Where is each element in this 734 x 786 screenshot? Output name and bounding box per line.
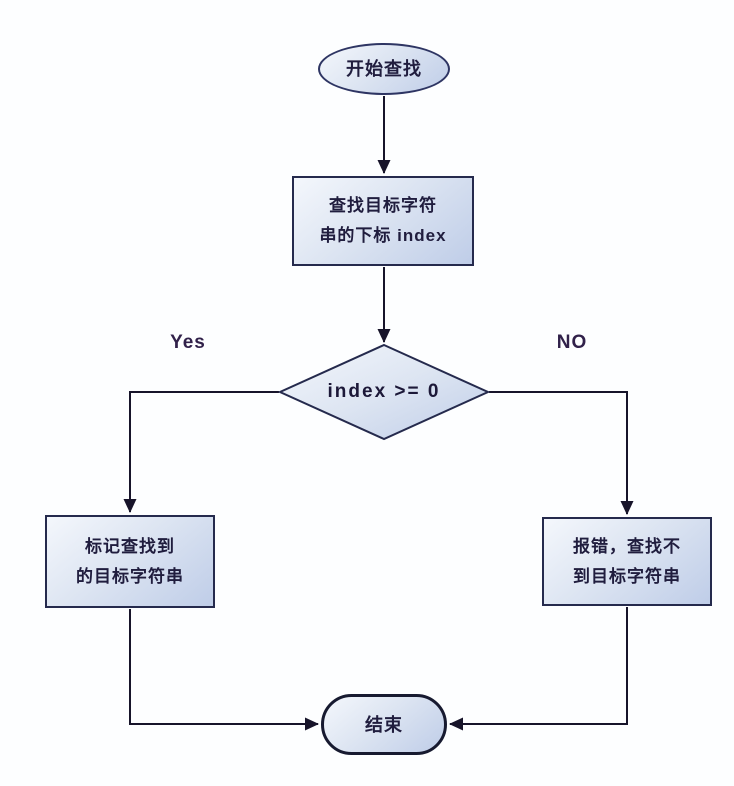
node-process-mark-line2: 的目标字符串 [76, 566, 184, 586]
node-process-error-line1: 报错，查找不 [573, 536, 681, 556]
node-start-label: 开始查找 [346, 59, 422, 79]
branch-label-yes: Yes [170, 332, 206, 353]
connector-error-to-end [449, 607, 628, 731]
node-process-find: 查找目标字符 串的下标 index [292, 176, 474, 266]
node-process-mark-line1: 标记查找到 [85, 536, 175, 556]
node-process-mark: 标记查找到 的目标字符串 [45, 515, 215, 608]
branch-label-no: NO [556, 332, 588, 353]
diamond-shape [277, 343, 491, 441]
connector-mark-to-end [129, 609, 319, 731]
node-process-error: 报错，查找不 到目标字符串 [542, 517, 712, 606]
node-process-find-line2: 串的下标 index [319, 226, 447, 245]
connector-decision-yes-to-mark [123, 391, 279, 513]
node-process-find-line1: 查找目标字符 [329, 196, 437, 215]
node-start: 开始查找 [318, 43, 450, 95]
node-end: 结束 [321, 694, 447, 755]
node-end-label: 结束 [365, 714, 403, 735]
connector-decision-no-to-error [489, 391, 634, 515]
node-decision-label: index >= 0 [327, 381, 441, 402]
node-decision-shape [277, 343, 491, 441]
node-process-error-line2: 到目标字符串 [573, 566, 681, 586]
